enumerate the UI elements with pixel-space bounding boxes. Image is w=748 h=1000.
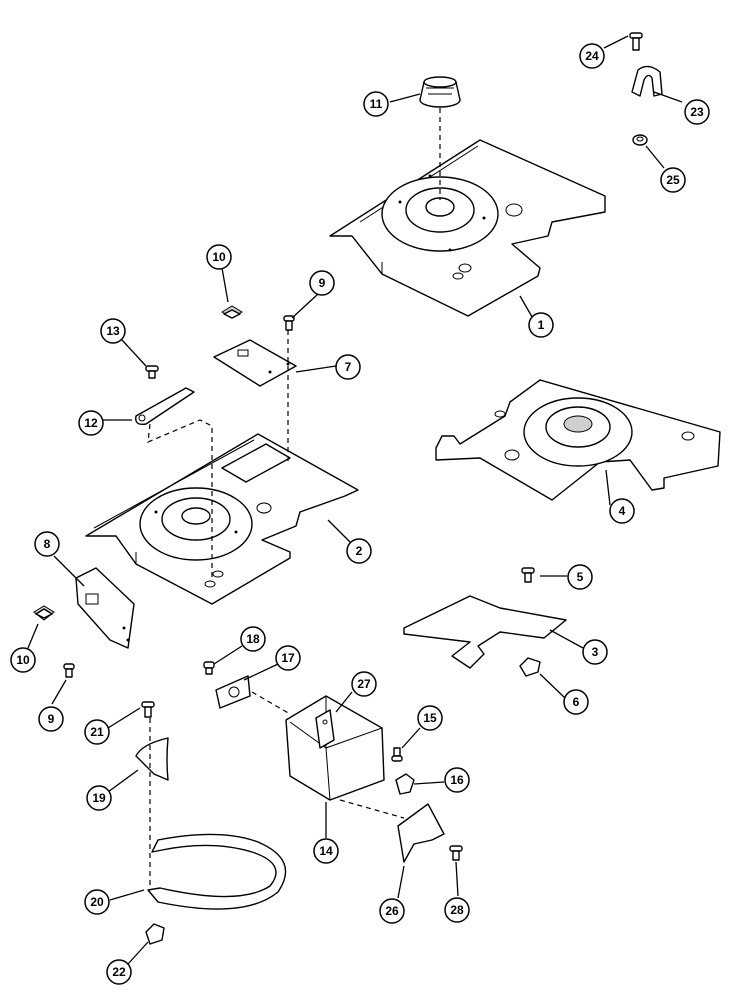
callout-10-lower: 10 <box>10 647 36 673</box>
callout-17-label: 17 <box>281 651 295 665</box>
nut-part-25 <box>632 134 648 146</box>
callout-1-label: 1 <box>538 318 545 332</box>
callout-19-label: 19 <box>92 791 106 805</box>
callout-13: 13 <box>100 318 126 344</box>
callout-11-label: 11 <box>370 97 383 111</box>
callout-15-label: 15 <box>423 711 437 725</box>
callout-28: 28 <box>444 897 470 923</box>
callout-27: 27 <box>351 671 377 697</box>
callout-16-label: 16 <box>450 773 464 787</box>
callout-17: 17 <box>275 645 301 671</box>
callout-23: 23 <box>684 99 710 125</box>
callout-24: 24 <box>579 43 605 69</box>
callout-9-upper-label: 9 <box>319 276 326 290</box>
callout-21: 21 <box>84 719 110 745</box>
floor-plate-part-2 <box>85 433 359 605</box>
bracket-part-14 <box>285 695 385 801</box>
cover-plate-part-7 <box>213 339 297 387</box>
plate-part-3 <box>403 595 567 669</box>
callout-27-label: 27 <box>357 677 371 691</box>
clip-part-10-upper <box>221 305 243 319</box>
bracket-part-17 <box>215 675 251 709</box>
callout-4: 4 <box>609 498 635 524</box>
leader-lines <box>27 35 683 965</box>
callout-10-upper: 10 <box>206 244 232 270</box>
clip-part-22 <box>145 923 165 945</box>
callout-24-label: 24 <box>585 49 599 63</box>
callout-25: 25 <box>660 167 686 193</box>
callout-20-label: 20 <box>90 895 104 909</box>
callout-2: 2 <box>346 538 372 564</box>
callout-9-upper: 9 <box>309 270 335 296</box>
clamp-part-23 <box>631 65 663 97</box>
callout-25-label: 25 <box>666 173 680 187</box>
callout-6-label: 6 <box>573 695 580 709</box>
clip-part-16 <box>395 773 415 795</box>
clip-part-6 <box>519 657 541 677</box>
callout-4-label: 4 <box>619 504 626 518</box>
ring-part-20 <box>147 833 287 910</box>
cap-part-11 <box>419 76 461 108</box>
callout-13-label: 13 <box>106 324 120 338</box>
callout-23-label: 23 <box>690 105 704 119</box>
callout-12: 12 <box>78 410 104 436</box>
callout-19: 19 <box>86 785 112 811</box>
callout-10-upper-label: 10 <box>212 250 226 264</box>
bolt-part-9-lower <box>63 663 75 678</box>
callout-22-label: 22 <box>112 965 126 979</box>
bolt-part-5 <box>521 567 535 583</box>
callout-18: 18 <box>240 626 266 652</box>
callout-6: 6 <box>563 689 589 715</box>
callout-8-label: 8 <box>44 537 51 551</box>
callout-14: 14 <box>313 838 339 864</box>
callout-16: 16 <box>444 767 470 793</box>
floor-plate-part-4 <box>435 379 721 501</box>
screw-part-18 <box>203 661 215 675</box>
bolt-part-21 <box>141 701 155 718</box>
bolt-part-28 <box>449 845 463 861</box>
callout-11: 11 <box>363 91 389 117</box>
callout-9-lower: 9 <box>38 706 64 732</box>
callout-2-label: 2 <box>356 544 363 558</box>
callout-26: 26 <box>379 898 405 924</box>
callout-5: 5 <box>567 564 593 590</box>
bolt-part-24 <box>629 32 643 51</box>
callout-8: 8 <box>34 531 60 557</box>
bracket-part-27 <box>315 709 335 749</box>
bracket-part-26 <box>397 803 445 863</box>
bolt-part-9-upper <box>283 315 295 331</box>
screw-part-13 <box>145 365 159 379</box>
callout-7: 7 <box>335 354 361 380</box>
panel-part-8 <box>75 567 135 649</box>
callout-9-lower-label: 9 <box>48 712 55 726</box>
callout-3: 3 <box>582 639 608 665</box>
clip-part-10-lower <box>33 605 55 621</box>
callout-12-label: 12 <box>84 416 98 430</box>
callout-26-label: 26 <box>385 904 399 918</box>
callout-3-label: 3 <box>592 645 599 659</box>
callout-22: 22 <box>106 959 132 985</box>
link-part-12 <box>135 387 195 426</box>
callout-18-label: 18 <box>246 632 260 646</box>
callout-10-lower-label: 10 <box>16 653 30 667</box>
callout-20: 20 <box>84 889 110 915</box>
floor-plate-part-1 <box>329 139 606 317</box>
callout-1: 1 <box>528 312 554 338</box>
cover-part-19 <box>135 737 169 781</box>
callout-14-label: 14 <box>319 844 333 858</box>
bolt-part-15 <box>391 747 403 762</box>
callout-21-label: 21 <box>90 725 104 739</box>
callout-28-label: 28 <box>450 903 464 917</box>
callout-15: 15 <box>417 705 443 731</box>
callout-7-label: 7 <box>345 360 352 374</box>
callout-5-label: 5 <box>577 570 584 584</box>
